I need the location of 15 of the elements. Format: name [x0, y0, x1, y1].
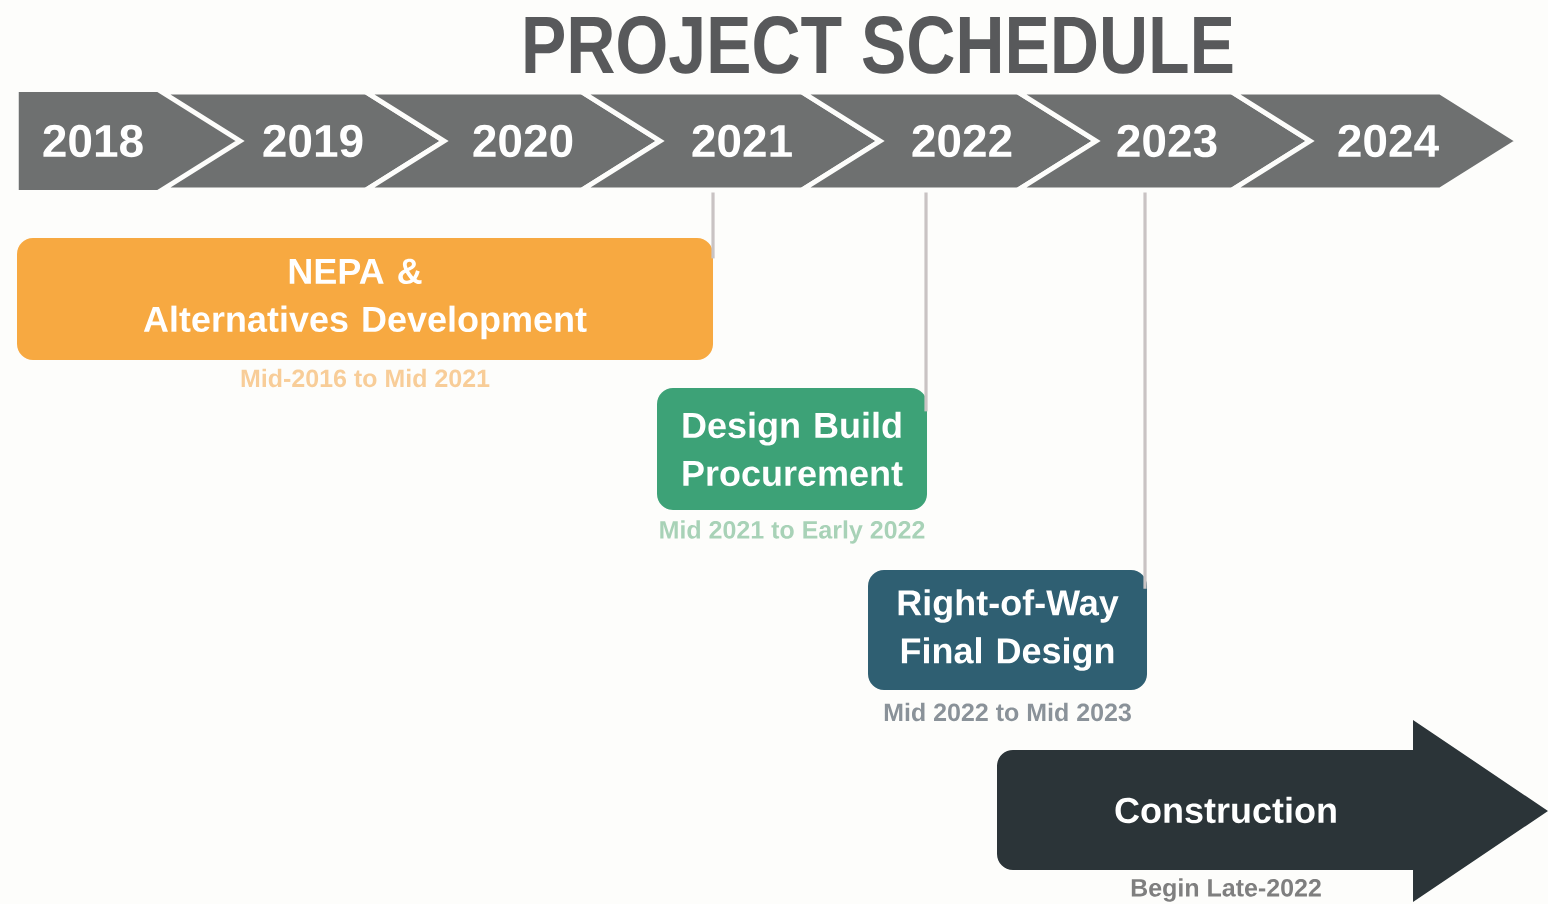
date-label: Mid 2022 to Mid 2023 [884, 702, 1131, 722]
title: PROJECT SCHEDULE [525, 16, 1233, 74]
phase-box: Right-of-Way Final Design [868, 570, 1147, 690]
date-label: Mid-2016 to Mid 2021 [241, 368, 490, 388]
node-label: 2018 [43, 124, 143, 158]
phase-box: NEPA & Alternatives Development [17, 238, 713, 360]
node-label: 2024 [1338, 124, 1439, 158]
date-label: Mid 2021 to Early 2022 [660, 520, 925, 544]
timeline-segment: 2024 [1223, 89, 1523, 193]
date-label: Begin Late-2022 [1131, 878, 1321, 902]
phase-box: Design Build Procurement [657, 388, 927, 510]
timeline-segment: 2021 [573, 89, 885, 193]
connector-line [1143, 192, 1147, 589]
connector-line [924, 192, 928, 412]
connector-line [711, 192, 715, 259]
